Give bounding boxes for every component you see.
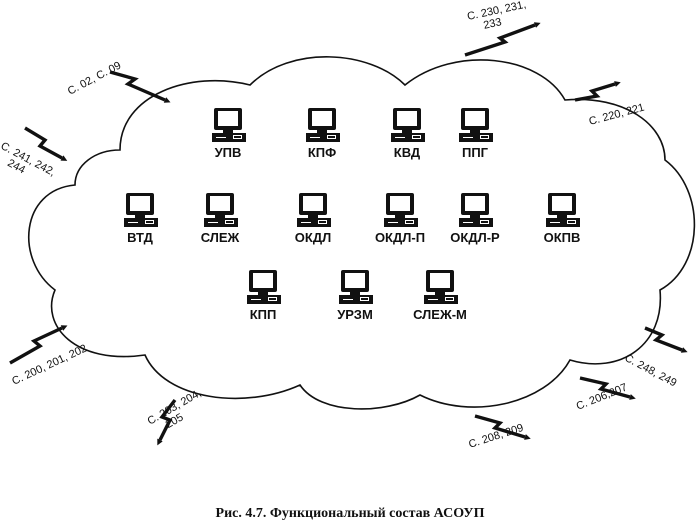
computer-icon [459,108,493,142]
network-cloud [27,56,696,410]
workstation-label: ОКДЛ-П [375,230,425,245]
link-label-line: С. 02, С. 09 [66,59,123,97]
lightning-bolt-icon [109,70,166,102]
workstation-ppg: ППГ [459,108,493,160]
workstation-label: ОКДЛ [295,230,331,245]
link-230: С. 230, 231,233 [464,0,541,57]
link-label: С. 200, 201, 202 [10,342,89,387]
computer-icon [459,193,493,227]
computer-icon [247,270,281,304]
link-label-line: С. 248, 249 [623,352,679,389]
lightning-bolt-icon [579,376,631,399]
figure-caption: Рис. 4.7. Функциональный состав АСОУП [215,506,485,521]
workstation-upv: УПВ [212,108,246,160]
computer-icon [204,193,238,227]
workstation-label: КПФ [308,145,336,160]
workstation-slezh: СЛЕЖ [201,193,240,245]
link-label: С. 02, С. 09 [66,59,123,97]
link-206: С. 206,207 [575,376,636,413]
bolt-tip-icon [614,81,621,87]
link-label: С. 248, 249 [623,352,679,389]
bolt-tip-icon [629,394,636,400]
link-label-line: 233 [482,16,502,32]
computer-icon [306,108,340,142]
workstation-label: СЛЕЖ-М [413,307,467,322]
bolt-tip-icon [163,97,171,103]
computer-icon [384,193,418,227]
link-label: С. 241, 242,244 [0,140,57,189]
bolt-tip-icon [60,155,68,161]
workstation-label: КВД [394,145,421,160]
bolt-tip-icon [533,22,541,28]
workstation-vtd: ВТД [124,193,158,245]
workstation-okdl-p: ОКДЛ-П [375,193,425,245]
workstation-label: ППГ [462,145,489,160]
computer-icon [124,193,158,227]
link-02: С. 02, С. 09 [66,59,171,103]
bolt-tip-icon [157,438,163,446]
link-208: С. 208, 209 [467,414,531,451]
computer-icon [339,270,373,304]
computer-icon [391,108,425,142]
workstation-label: УРЗМ [337,307,373,322]
link-label: С. 203, 204,205 [146,387,210,438]
workstation-okdl-r: ОКДЛ-Р [450,193,500,245]
lightning-bolt-icon [9,326,63,365]
lightning-bolt-icon [24,126,63,160]
link-label-line: С. 241, 242, [0,140,57,179]
workstation-label: ОКПВ [544,230,581,245]
workstations: УПВ КПФ КВД ППГ ВТД СЛЕЖ ОКДЛ ОКДЛ-П ОКДЛ-Р ОКПВ К… [124,108,580,322]
lightning-bolt-icon [644,326,683,352]
workstation-kpp: КПП [247,270,281,322]
computer-icon [212,108,246,142]
bolt-tip-icon [60,325,68,331]
workstation-urzm: УРЗМ [337,270,373,322]
computer-icon [546,193,580,227]
workstation-label: УПВ [215,145,242,160]
bolt-tip-icon [524,434,531,440]
computer-icon [297,193,331,227]
workstation-label: ВТД [127,230,154,245]
workstation-kvd: КВД [391,108,425,160]
bolt-tip-icon [680,347,688,353]
workstation-label: ОКДЛ-Р [450,230,500,245]
workstation-okdl: ОКДЛ [295,193,331,245]
lightning-bolt-icon [158,398,177,441]
workstation-okpv: ОКПВ [544,193,581,245]
workstation-slezh-m: СЛЕЖ-М [413,270,467,322]
workstation-label: СЛЕЖ [201,230,240,245]
workstation-label: КПП [250,307,277,322]
link-203: С. 203, 204,205 [146,387,210,446]
link-label-line: С. 200, 201, 202 [10,342,89,387]
lightning-bolt-icon [464,23,536,57]
link-241: С. 241, 242,244 [0,126,68,189]
lightning-bolt-icon [574,82,616,102]
lightning-bolt-icon [474,414,526,439]
workstation-kpf: КПФ [306,108,340,160]
computer-icon [424,270,458,304]
